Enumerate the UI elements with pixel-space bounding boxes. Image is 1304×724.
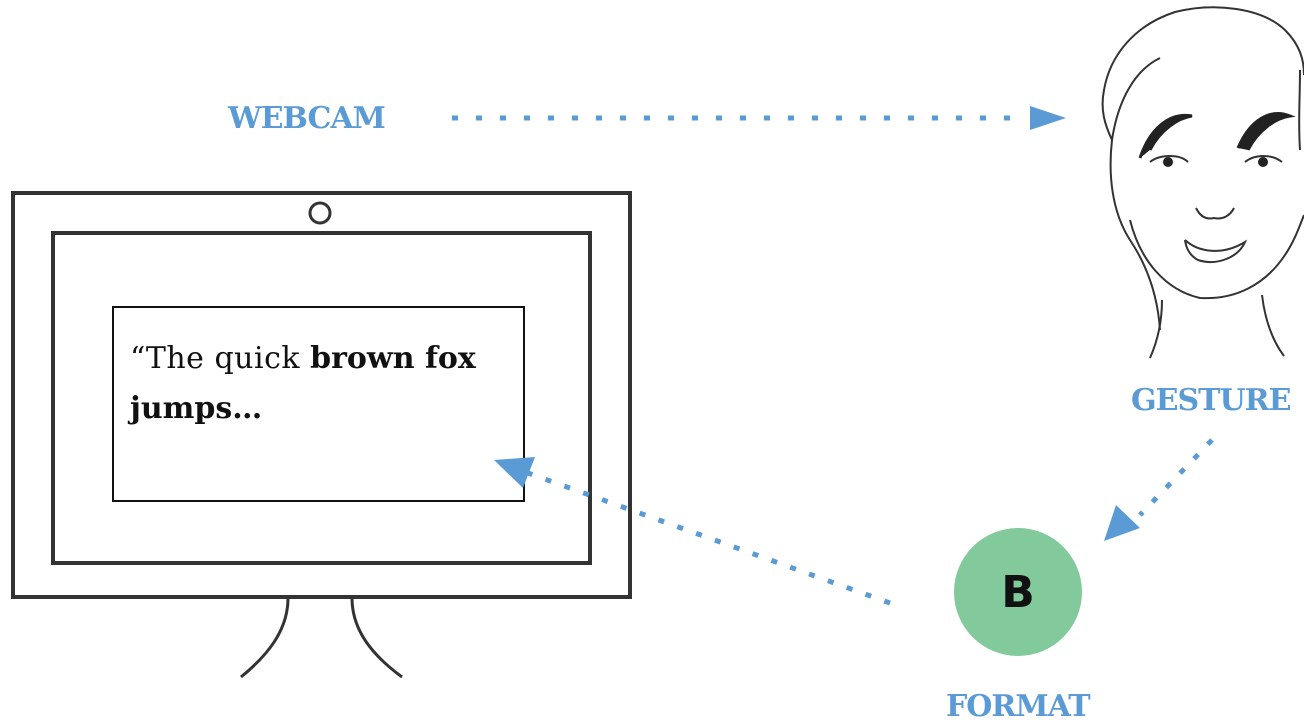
document-text: “The quick brown fox jumps… bbox=[130, 334, 510, 434]
format-label: FORMAT bbox=[946, 689, 1090, 724]
arrowhead-down-left bbox=[1104, 505, 1140, 541]
arrow-gesture-to-format bbox=[1104, 440, 1212, 541]
face-neck-left bbox=[1150, 300, 1162, 358]
monitor bbox=[13, 193, 630, 677]
arrow-format-to-document bbox=[494, 457, 890, 603]
monitor-stand-right bbox=[352, 598, 402, 677]
arrowhead-right bbox=[1030, 106, 1066, 130]
face-outline bbox=[1103, 7, 1304, 330]
bold-format-letter: B bbox=[1001, 567, 1035, 618]
webcam-label: WEBCAM bbox=[228, 101, 385, 136]
face-mouth bbox=[1185, 240, 1245, 262]
monitor-stand-left bbox=[241, 598, 288, 677]
face-pupil-left bbox=[1163, 157, 1173, 167]
face-neck-right bbox=[1262, 295, 1284, 356]
face-pupil-right bbox=[1258, 157, 1268, 167]
face-nose bbox=[1196, 208, 1234, 219]
face-eyebrow-left bbox=[1140, 115, 1192, 158]
face-jaw bbox=[1130, 215, 1304, 298]
face-hair-right bbox=[1299, 70, 1300, 150]
bold-format-icon[interactable]: B bbox=[954, 528, 1082, 656]
face-icon bbox=[1103, 7, 1304, 358]
gesture-label: GESTURE bbox=[1131, 383, 1290, 418]
arrow-webcam-to-face bbox=[452, 106, 1066, 130]
webcam-lens-icon bbox=[310, 203, 330, 223]
document-text-plain: “The quick bbox=[130, 341, 310, 376]
face-eyebrow-right bbox=[1238, 114, 1290, 150]
face-hair-left bbox=[1112, 58, 1160, 140]
